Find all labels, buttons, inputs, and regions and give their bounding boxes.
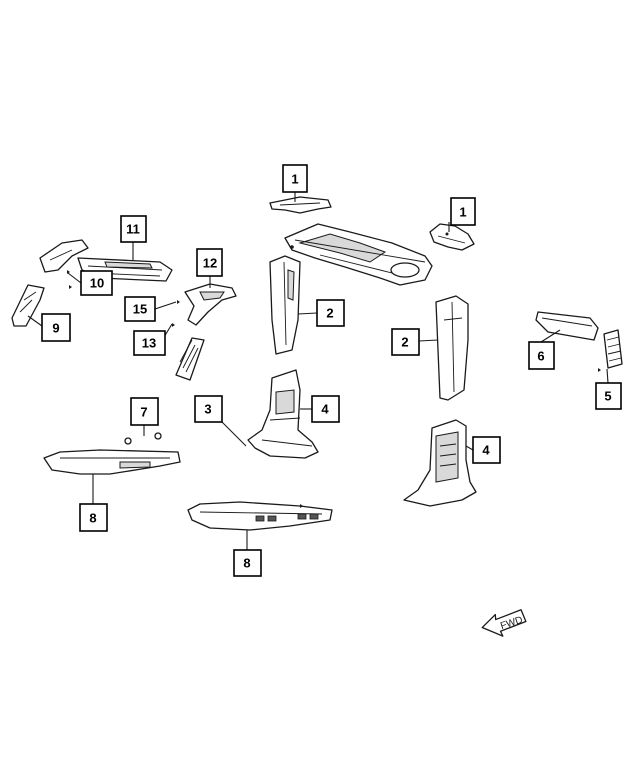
fwd-direction-arrow: FWD (481, 609, 527, 637)
part-1-side-bracket (429, 223, 475, 251)
callout-7: 7 (130, 397, 159, 426)
callout-8b: 8 (233, 549, 262, 577)
svg-text:12: 12 (203, 256, 217, 271)
svg-text:1: 1 (291, 172, 298, 187)
callout-10: 10 (80, 270, 113, 296)
callout-6: 6 (528, 341, 555, 370)
callout-2a: 2 (316, 299, 345, 327)
part-2-right-pillar-trim (435, 295, 469, 401)
svg-text:7: 7 (140, 405, 147, 420)
svg-text:1: 1 (459, 205, 466, 220)
part-8-left-sill-plate (43, 449, 181, 475)
part-4-right-pillar-trim (403, 419, 477, 507)
svg-text:8: 8 (89, 511, 96, 526)
part-12-bracket (172, 283, 237, 327)
callout-5: 5 (595, 382, 622, 410)
callout-4a: 4 (311, 395, 340, 423)
callout-4b: 4 (472, 436, 501, 464)
callout-15: 15 (124, 296, 156, 322)
left-upper-bracket (39, 239, 89, 289)
part-4-center-pillar-trim (247, 369, 319, 459)
svg-text:2: 2 (401, 335, 408, 350)
roof-rail-trim (284, 223, 433, 286)
svg-text:8: 8 (243, 556, 250, 571)
part-1-upper-bracket (269, 196, 332, 214)
callout-2b: 2 (391, 328, 420, 356)
svg-text:6: 6 (537, 349, 544, 364)
callout-1b: 1 (450, 197, 476, 226)
svg-text:5: 5 (604, 389, 611, 404)
svg-text:2: 2 (326, 306, 333, 321)
svg-text:13: 13 (142, 336, 156, 351)
svg-text:15: 15 (133, 302, 147, 317)
svg-text:10: 10 (90, 276, 104, 291)
callout-9: 9 (41, 313, 71, 342)
svg-text:11: 11 (126, 222, 140, 237)
part-5-vent-grille (598, 329, 623, 372)
callout-12: 12 (196, 248, 223, 277)
part-6-cover-panel (535, 311, 599, 341)
part-8-bottom-sill-plate (187, 501, 333, 531)
callout-1a: 1 (282, 164, 308, 193)
part-2-left-pillar-trim (269, 255, 301, 355)
svg-text:9: 9 (52, 321, 59, 336)
part-9-trim-piece (11, 284, 45, 327)
svg-text:4: 4 (482, 443, 490, 458)
part-13-vent-grille (175, 337, 205, 381)
svg-text:3: 3 (204, 402, 211, 417)
svg-text:4: 4 (321, 402, 329, 417)
callout-3: 3 (194, 395, 223, 423)
part-7-clips (124, 432, 162, 445)
callout-13: 13 (133, 330, 166, 356)
callout-11: 11 (120, 215, 147, 243)
callout-8a: 8 (79, 503, 108, 532)
